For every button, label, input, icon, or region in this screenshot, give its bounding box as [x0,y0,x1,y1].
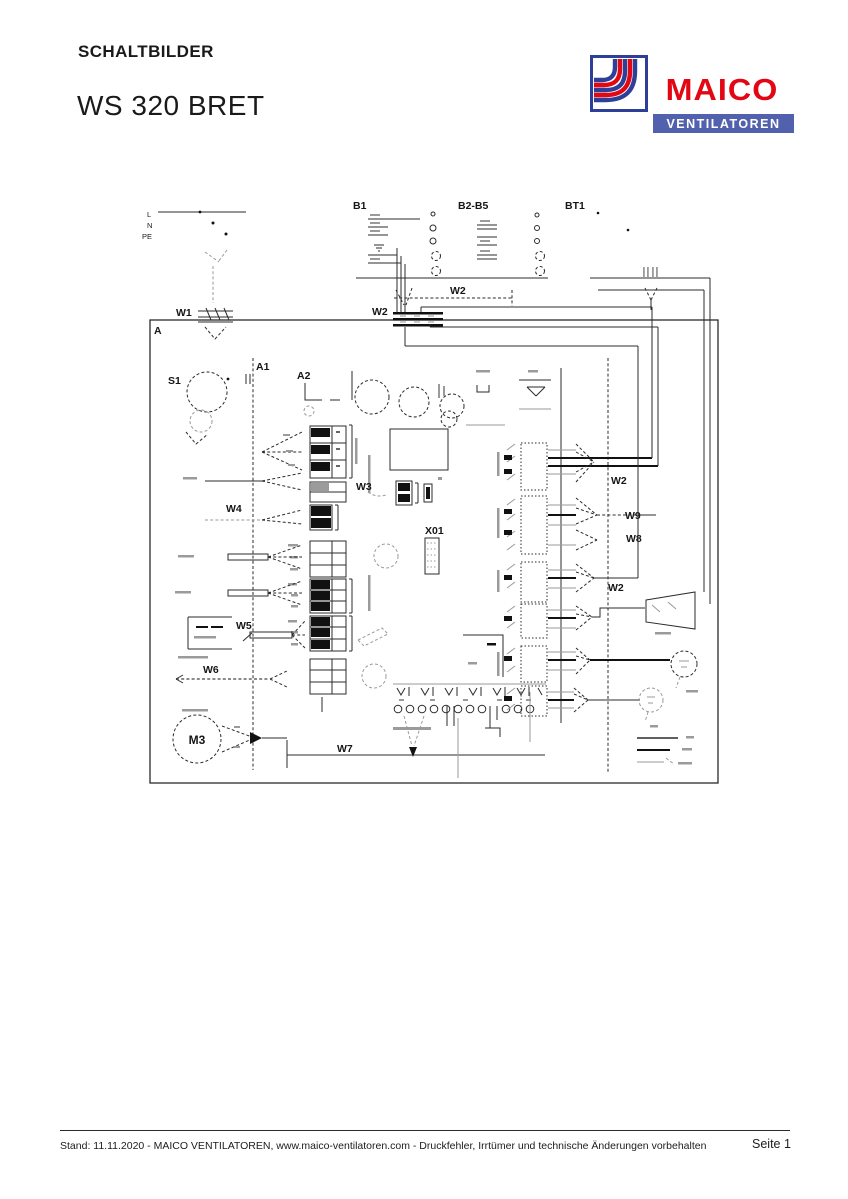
line-type-legend [637,736,694,765]
maico-logo: MAICO VENTILATOREN [590,54,795,134]
cable-w4-label: W4 [226,503,242,515]
page-title: WS 320 BRET [77,90,265,121]
logo-brand-text: MAICO [665,72,779,107]
connector-x01: X01 [424,525,444,575]
cable-w2-right-label: W2 [611,475,627,487]
terminal-blocks-left [288,424,371,712]
cable-w7-label: W7 [337,743,353,755]
cable-w9-label: W9 [625,510,641,522]
cable-w2-top-label: W2 [450,285,466,297]
cable-bundle-w2-top: W2 W2 [356,277,711,604]
logo-tagline: VENTILATOREN [653,114,794,133]
sensor-group-bt1: BT1 [565,200,658,310]
board-a1: A1 [252,358,270,770]
mains-n-label: N [147,221,152,230]
wiring-diagram: L N PE W1 A S1 [142,200,719,784]
motor-m3: M3 [172,709,288,768]
footer-divider [60,1130,790,1131]
device-box-a: A [149,319,719,784]
mains-pe-label: PE [142,232,152,241]
page-number: Seite 1 [752,1137,791,1151]
cable-w5: W5 [178,616,306,659]
cable-w3-label: W3 [356,481,372,493]
wire-bundle-risers [637,307,659,578]
terminal-blocks-right [497,442,670,717]
cable-w2-lower-label: W2 [608,582,624,594]
cable-w4: W4 [205,503,303,525]
cable-w5-label: W5 [236,620,252,632]
cable-w6-label: W6 [203,664,219,676]
sensors-b2-b5-label: B2-B5 [458,200,489,212]
motor-m3-label: M3 [189,733,206,747]
cable-w3: W3 [356,477,442,506]
cable-w6: W6 [175,664,288,688]
cable-w7: W7 [287,743,545,756]
board-a1-label: A1 [256,361,270,373]
cable-w2-bundle-label: W2 [372,306,388,318]
footer-text: Stand: 11.11.2020 - MAICO VENTILATOREN, … [60,1140,707,1152]
maico-logo-icon [590,55,648,112]
module-a2-label: A2 [297,370,311,382]
external-devices-right [638,591,698,728]
connector-x01-label: X01 [425,525,444,537]
cable-w1-label: W1 [176,307,192,319]
cable-w1: W1 [176,307,233,340]
mains-supply: L N PE [142,210,246,303]
board-components [354,358,609,772]
left-cable-fanouts [175,431,303,606]
section-title: SCHALTBILDER [78,42,214,61]
device-a-label: A [154,325,162,337]
switch-s1-label: S1 [168,375,181,387]
switch-s1: S1 [168,371,251,445]
sensor-group-b2-b5: B2-B5 [458,200,545,276]
cable-w8-label: W8 [626,533,642,545]
sensor-b1-label: B1 [353,200,367,212]
mains-l-label: L [147,210,151,219]
sensor-bt1-label: BT1 [565,200,585,212]
module-a2: A2 [297,370,353,417]
cable-labels-right: W2 W9 W8 W2 [597,475,656,594]
bottom-terminal-strip [393,683,546,778]
sensor-group-b1: B1 [353,200,441,312]
